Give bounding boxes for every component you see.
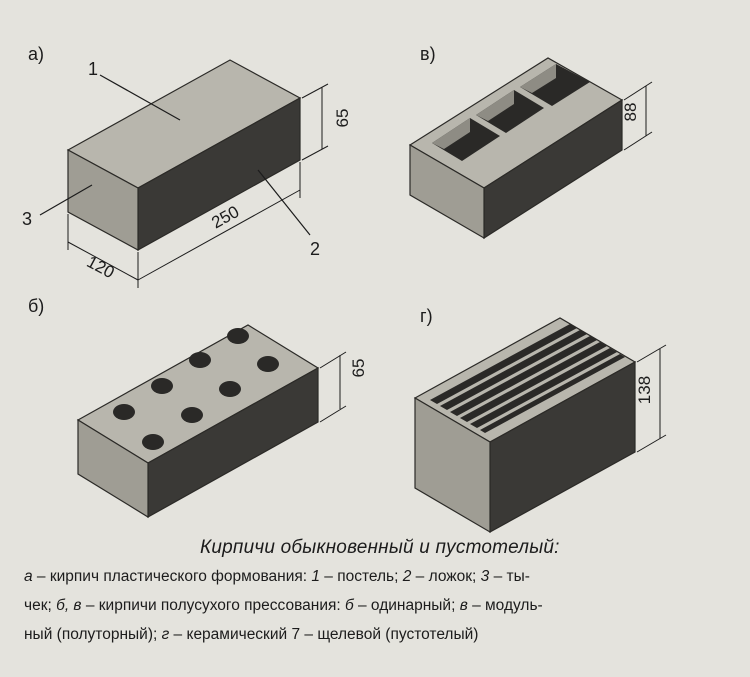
brick-b-hole bbox=[219, 381, 241, 397]
callout-1-leader bbox=[99, 74, 181, 121]
caption-text: – кирпич пластического формования: bbox=[32, 568, 312, 585]
brick-g-slot bbox=[470, 348, 617, 428]
brick-g-slot bbox=[450, 336, 597, 416]
dim-a-width-value: 120 bbox=[84, 252, 118, 282]
brick-b-hole bbox=[189, 352, 211, 368]
caption-num-1: 1 bbox=[311, 568, 320, 585]
brick-v-void-3 bbox=[520, 64, 590, 106]
dim-v-height-ext-top bbox=[623, 81, 653, 101]
brick-v-void-2-wall bbox=[476, 90, 514, 121]
dim-g-height-ext-bottom bbox=[636, 434, 667, 453]
caption-line-2: чек; б, в – кирпичи полусухого прессован… bbox=[24, 597, 543, 615]
dim-v-height-value: 88 bbox=[621, 103, 640, 122]
caption-line-1: а – кирпич пластического формования: 1 –… bbox=[24, 568, 530, 586]
brick-g-slot bbox=[480, 354, 625, 433]
dim-b-height-ext-top bbox=[319, 351, 347, 369]
brick-v-void-3-wall bbox=[520, 64, 556, 93]
brick-v-end-face bbox=[409, 143, 485, 240]
dim-v-height-ext-bottom bbox=[623, 131, 653, 151]
caption-text: – одинарный; bbox=[353, 597, 460, 614]
caption-line-3: ный (полуторный); г – керамический 7 – щ… bbox=[24, 626, 478, 644]
panel-a: а) 1 2 3 65 250 bbox=[22, 44, 352, 288]
caption-letter-g: г bbox=[161, 626, 170, 643]
panel-b: б) 65 bbox=[28, 296, 368, 519]
caption-letter-v: в bbox=[459, 597, 468, 614]
panel-a-letter: а) bbox=[28, 44, 44, 64]
callout-3-label: 3 bbox=[22, 209, 32, 229]
callout-1-label: 1 bbox=[88, 59, 98, 79]
caption-title: Кирпичи обыкновенный и пустотелый: bbox=[200, 537, 560, 558]
brick-v-void-2 bbox=[476, 90, 544, 133]
dim-a-height-value: 65 bbox=[333, 109, 352, 128]
caption-letter-a: а bbox=[24, 568, 33, 585]
brick-b-hole bbox=[257, 356, 279, 372]
caption-letter-b: б bbox=[344, 597, 354, 614]
dim-a-width-line bbox=[67, 241, 139, 281]
brick-b-hole bbox=[227, 328, 249, 344]
brick-g-slot bbox=[460, 342, 607, 422]
panel-v-letter: в) bbox=[420, 44, 436, 64]
brick-b-end-face bbox=[77, 418, 149, 519]
caption-text: – постель; bbox=[319, 568, 403, 585]
panel-g-letter: г) bbox=[420, 306, 433, 326]
caption-text: – ты- bbox=[489, 568, 530, 585]
callout-2-label: 2 bbox=[310, 239, 320, 259]
brick-a-end-face bbox=[67, 148, 139, 252]
dim-b-height-value: 65 bbox=[349, 359, 368, 378]
caption-num-3: 3 bbox=[480, 568, 490, 585]
dim-a-height-ext-bottom bbox=[301, 145, 329, 161]
brick-g-slot bbox=[430, 324, 577, 404]
brick-g-end-face bbox=[414, 396, 491, 534]
caption-text: – ложок; bbox=[411, 568, 481, 585]
dim-a-length-line bbox=[137, 189, 301, 281]
panel-b-letter: б) bbox=[28, 296, 44, 316]
brick-v-void-1-wall bbox=[432, 118, 470, 149]
callout-3-leader bbox=[39, 184, 93, 216]
bricks-figure: а) 1 2 3 65 250 bbox=[22, 44, 667, 534]
brick-b-hole bbox=[151, 378, 173, 394]
dim-g-height-value: 138 bbox=[635, 376, 654, 404]
panel-v: в) 88 bbox=[408, 44, 653, 240]
dim-g-height-ext-top bbox=[636, 344, 667, 363]
brick-b-hole bbox=[181, 407, 203, 423]
caption-text: – керамический 7 – щелевой (пустотелый) bbox=[169, 626, 479, 643]
caption-text: ный (полуторный); bbox=[24, 626, 162, 643]
brick-v-void-1 bbox=[432, 118, 500, 161]
dim-b-height-ext-bottom bbox=[319, 405, 347, 423]
callout-2-leader bbox=[257, 169, 311, 236]
caption-num-2: 2 bbox=[402, 568, 412, 585]
brick-b-hole bbox=[113, 404, 135, 420]
dim-a-height-ext-top bbox=[301, 83, 329, 99]
brick-g-slot bbox=[440, 330, 587, 410]
brick-b-hole bbox=[142, 434, 164, 450]
panel-g: г) 138 bbox=[413, 306, 667, 534]
caption-letter-bv: б, в bbox=[56, 597, 82, 614]
caption-text: чек; bbox=[24, 597, 57, 614]
caption-text: – модуль- bbox=[467, 597, 543, 614]
caption-text: – кирпичи полусухого прессования: bbox=[81, 597, 345, 614]
